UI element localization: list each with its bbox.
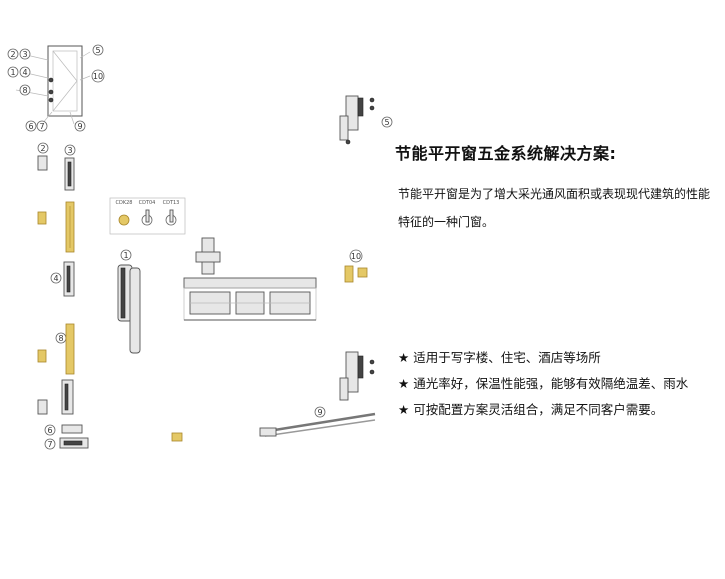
callout-10-top: 10 <box>93 72 103 81</box>
hinge-bottom <box>339 351 375 401</box>
feature-text: 可按配置方案灵活组合，满足不同客户需要。 <box>413 402 664 417</box>
hardware-diagram: .ln{stroke:#555;stroke-width:1;fill:none… <box>7 44 393 450</box>
model-label-cdt04: CDT04 <box>139 200 156 206</box>
description-text: 节能平开窗是为了增大采光通风面积或表现现代建筑的性能特征的一种门窗。 <box>398 187 711 229</box>
callout-3: 3 <box>67 146 72 155</box>
hinge-top: 5 <box>339 95 393 145</box>
callout-2: 2 <box>40 144 45 153</box>
profile-cross-section <box>183 237 317 321</box>
feature-text: 通光率好，保温性能强，能够有效隔绝温差、雨水 <box>413 376 689 391</box>
model-label-cdk28: CDK28 <box>116 200 133 206</box>
callout-4: 4 <box>53 274 58 283</box>
callout-9: 9 <box>317 408 322 417</box>
page-title: 节能平开窗五金系统解决方案: <box>395 144 617 163</box>
callout-5-top: 5 <box>95 46 100 55</box>
feature-item: ★可按配置方案灵活组合，满足不同客户需要。 <box>398 397 725 423</box>
callout-6-top: 6 <box>28 122 33 131</box>
callout-7-top: 7 <box>39 122 44 131</box>
callout-8-top: 8 <box>22 86 27 95</box>
feature-text: 适用于写字楼、住宅、酒店等场所 <box>413 350 601 365</box>
callout-circles: 2 3 1 4 8 6 7 5 10 9 <box>7 44 105 132</box>
callout-10: 10 <box>351 252 361 261</box>
feature-item: ★适用于写字楼、住宅、酒店等场所 <box>398 345 725 371</box>
star-icon: ★ <box>398 350 410 365</box>
callout-7: 7 <box>47 440 52 449</box>
callout-8: 8 <box>58 334 63 343</box>
callout-6: 6 <box>47 426 52 435</box>
handle-part: 1 <box>117 249 141 354</box>
feature-list: ★适用于写字楼、住宅、酒店等场所 ★通光率好，保温性能强，能够有效隔绝温差、雨水… <box>398 345 725 423</box>
keeper-10: 10 <box>344 249 368 283</box>
callout-3-top: 3 <box>22 50 27 59</box>
callout-1-top: 1 <box>10 68 15 77</box>
model-label-cdt13: CDT13 <box>163 200 180 206</box>
callout-1: 1 <box>123 251 128 260</box>
callout-2-top: 2 <box>10 50 15 59</box>
feature-item: ★通光率好，保温性能强，能够有效隔绝温差、雨水 <box>398 371 725 397</box>
star-icon: ★ <box>398 376 410 391</box>
star-icon: ★ <box>398 402 410 417</box>
callout-9-top: 9 <box>77 122 82 131</box>
callout-5: 5 <box>384 118 389 127</box>
model-variants: CDK28 CDT04 CDT13 <box>109 197 186 235</box>
callout-4-top: 4 <box>22 68 27 77</box>
friction-stay: 9 <box>171 406 376 442</box>
left-parts-column: 2 3 4 8 6 7 <box>37 142 89 450</box>
